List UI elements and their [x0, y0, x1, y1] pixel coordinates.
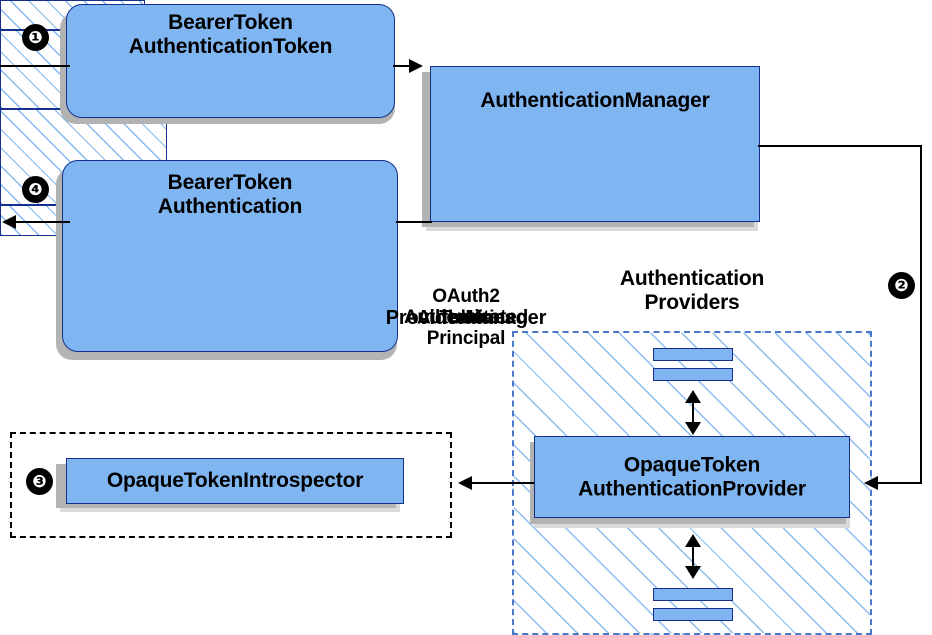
btat-label-line2: AuthenticationToken	[128, 34, 333, 58]
bearer-token-authentication-token-box[interactable]: BearerToken AuthenticationToken	[66, 4, 395, 118]
step-marker-4: ❹	[22, 176, 49, 203]
authorities-label: Authorities	[416, 306, 516, 328]
bearer-token-authentication-label: BearerToken Authentication	[63, 171, 397, 218]
provider-bar-bottom-2	[653, 608, 733, 621]
provider-inbound-arrowhead	[864, 476, 878, 490]
response-outbound-line	[14, 221, 70, 223]
btat-label-line1: BearerToken	[168, 11, 293, 34]
provider-label-line2: AuthenticationProvider	[578, 477, 806, 500]
principal-line3: Principal	[426, 328, 506, 350]
token-to-manager-line	[393, 65, 421, 67]
provider-manager-label: ProviderManager	[385, 306, 547, 329]
provider-bar-top-2	[653, 368, 733, 381]
step-marker-1: ❶	[22, 24, 49, 51]
provider-to-introspector-line	[472, 482, 534, 484]
provider-bar-bottom-1	[653, 588, 733, 601]
manager-to-authentication-line	[396, 221, 432, 223]
provider-link-top-arrow-down	[685, 422, 701, 435]
principal-line1: OAuth2	[432, 285, 500, 307]
provider-link-top-line	[692, 392, 694, 432]
opaque-token-authentication-provider-label: OpaqueToken AuthenticationProvider	[535, 453, 849, 500]
token-label: Token	[439, 306, 493, 328]
opaque-token-introspector-box[interactable]: OpaqueTokenIntrospector	[66, 458, 404, 504]
provider-link-bottom-arrow-down	[685, 566, 701, 579]
step-marker-2: ❷	[888, 272, 915, 299]
provider-inbound-line	[878, 482, 922, 484]
step-marker-3: ❸	[26, 468, 53, 495]
bearer-token-authentication-token-label: BearerToken AuthenticationToken	[67, 11, 394, 58]
principal-line2: Authenticated	[403, 306, 529, 328]
request-inbound-line	[0, 65, 70, 67]
opaque-token-authentication-provider-box[interactable]: OpaqueToken AuthenticationProvider	[534, 436, 850, 518]
response-outbound-arrowhead	[2, 215, 16, 229]
provider-label-line1: OpaqueToken	[623, 453, 761, 477]
opaque-token-introspector-container	[10, 432, 452, 538]
provider-to-introspector-arrowhead	[458, 476, 472, 490]
manager-right-exit-line	[758, 145, 922, 147]
provider-link-bottom-arrow-up	[685, 534, 701, 547]
opaque-token-introspector-label: OpaqueTokenIntrospector	[106, 469, 364, 493]
manager-right-down-line	[920, 145, 922, 483]
bta-label-line2: Authentication	[157, 194, 303, 218]
bta-label-line1: BearerToken	[167, 171, 293, 194]
provider-bar-top-1	[653, 348, 733, 361]
oauth2-principal-label: OAuth2 Authenticated Principal	[0, 286, 932, 350]
token-to-manager-arrowhead	[409, 59, 423, 73]
provider-link-top-arrow-up	[685, 390, 701, 403]
provider-link-bottom-line	[692, 536, 694, 576]
authentication-manager-label: AuthenticationManager	[480, 89, 710, 112]
authentication-manager-box[interactable]: AuthenticationManager	[430, 66, 760, 222]
